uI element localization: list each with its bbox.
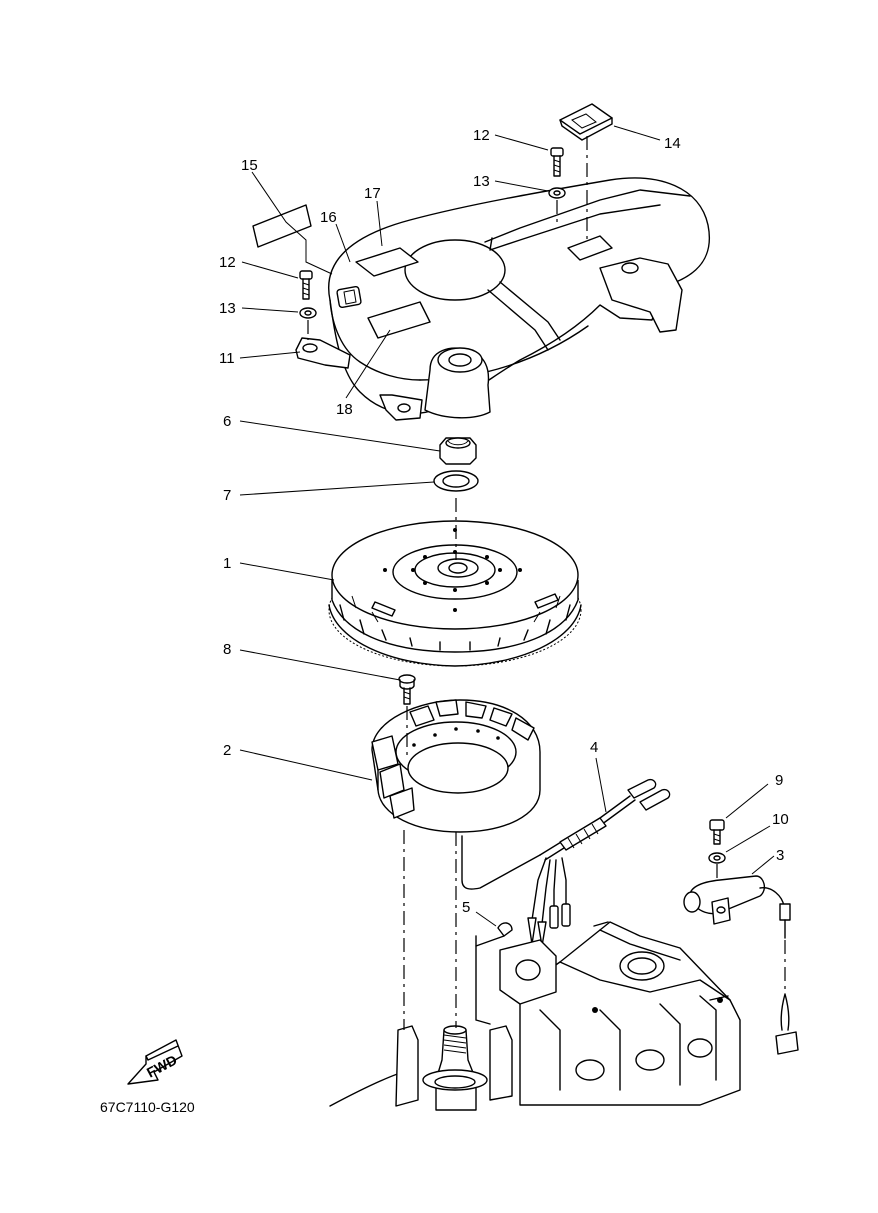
callout-13-left: 13 (219, 300, 236, 317)
callout-5: 5 (462, 899, 470, 916)
assembly-center-lines (307, 136, 718, 1030)
callout-15: 15 (241, 157, 258, 174)
callout-3: 3 (776, 847, 784, 864)
label-14 (559, 103, 613, 141)
callout-labels: 12 13 14 15 16 17 12 13 11 18 6 7 1 8 2 … (219, 127, 789, 916)
pulser-bolt-9 (709, 819, 725, 845)
washer-13-right (548, 187, 566, 199)
callout-18: 18 (336, 401, 353, 418)
callout-4: 4 (590, 739, 598, 756)
callout-14: 14 (664, 135, 681, 152)
cover-bolt-12-left (299, 270, 313, 300)
flywheel-nut-6 (439, 437, 477, 465)
washer-13-left (299, 307, 317, 319)
crankshaft (422, 1025, 488, 1111)
engine-block (329, 921, 741, 1107)
flywheel-cover (295, 177, 710, 421)
label-15 (252, 204, 312, 248)
callout-17: 17 (364, 185, 381, 202)
callout-8: 8 (223, 641, 231, 658)
lead-wire-4 (461, 778, 671, 947)
callout-16: 16 (320, 209, 337, 226)
drawing-code: 67C7110-G120 (100, 1099, 195, 1115)
callout-7: 7 (223, 487, 231, 504)
callout-1: 1 (223, 555, 231, 572)
callout-9: 9 (775, 772, 783, 789)
cover-bolt-12-right (550, 147, 564, 177)
callout-2: 2 (223, 742, 231, 759)
pulser-washer-10 (708, 852, 726, 864)
stator-bolt-8 (398, 674, 416, 705)
callout-10: 10 (772, 811, 789, 828)
callout-12-left: 12 (219, 254, 236, 271)
stator-assembly-2 (371, 699, 541, 833)
woodruff-key-5 (497, 922, 513, 937)
leader-lines (239, 125, 775, 927)
flywheel-1 (328, 520, 582, 667)
forward-direction-arrow: FWD (127, 1039, 183, 1085)
callout-11: 11 (219, 350, 235, 367)
callout-6: 6 (223, 413, 231, 430)
flywheel-washer-7 (433, 470, 479, 492)
callout-13-top: 13 (473, 173, 490, 190)
pulser-coil-3 (683, 875, 799, 1055)
callout-12-top: 12 (473, 127, 490, 144)
